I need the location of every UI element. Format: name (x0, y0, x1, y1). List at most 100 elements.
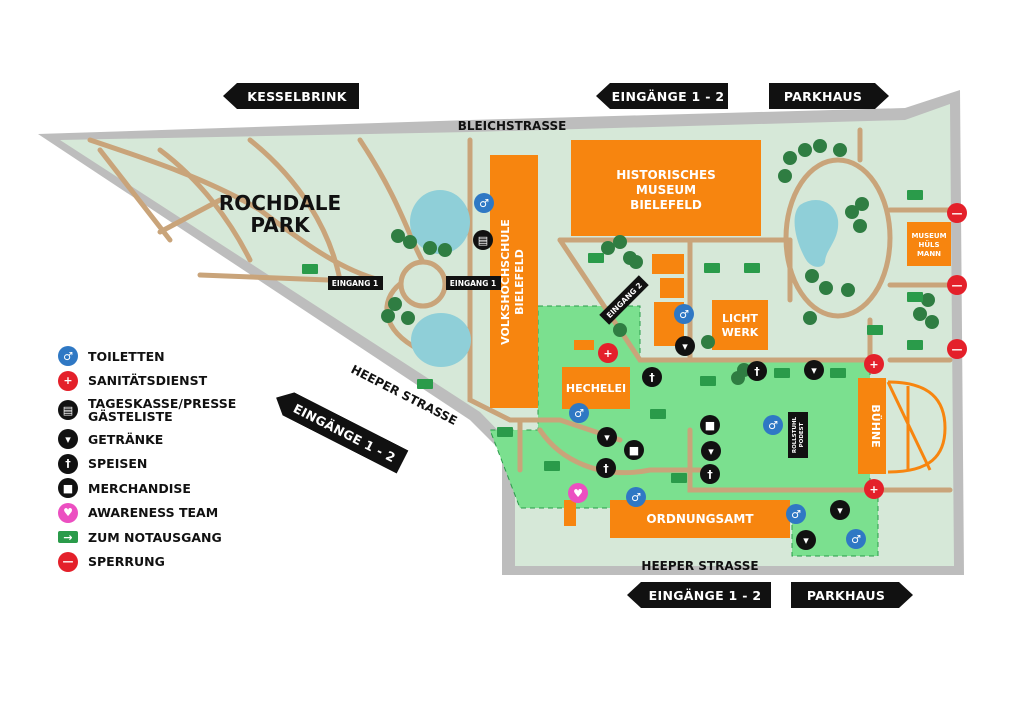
emergency-exit-icon (744, 263, 760, 273)
tree-icon (783, 151, 797, 165)
tree-icon (805, 269, 819, 283)
food-icon-glyph: † (754, 365, 760, 378)
toilet-icon (674, 304, 694, 324)
sign-parkhaus-top-label: PARKHAUS (783, 88, 863, 104)
museum-building (571, 140, 761, 236)
awareness-icon: ♥ (58, 502, 78, 523)
sign-parkhaus-top: PARKHAUS (769, 83, 889, 109)
emergency-exit-icon (650, 409, 666, 419)
museum-label-line3: BIELEFELD (630, 198, 702, 212)
street-heeper-bottom: HEEPER STRASSE (641, 559, 758, 573)
drink-icon-glyph: ▾ (811, 364, 817, 377)
legend-label: MERCHANDISE (88, 480, 191, 496)
legend-item: ♂ TOILETTEN (58, 344, 268, 369)
emergency-exit-icon (497, 427, 513, 437)
toilet-icon (763, 415, 783, 435)
sign-parkhaus-bottom-label: PARKHAUS (806, 587, 886, 603)
stage-label: BÜHNE (869, 404, 883, 447)
toilet-icon-glyph: ♂ (768, 419, 778, 432)
service-markers: ♂▤♂▾+†♂▾■†♥♂■▾††▾♂++♂▾▾♂——— (302, 190, 967, 550)
emergency-exit-icon: → (58, 531, 78, 544)
toilet-icon-glyph: ♂ (479, 197, 489, 210)
tree-icon (629, 255, 643, 269)
closure-icon-glyph: — (952, 279, 963, 292)
legend-label: SPERRUNG (88, 554, 165, 570)
legend-label: AWARENESS TEAM (88, 505, 219, 521)
food-icon (596, 458, 616, 478)
tree-icon (423, 241, 437, 255)
tree-icon (401, 311, 415, 325)
ticket-box-icon: ▤ (58, 400, 78, 420)
tree-icon (388, 297, 402, 311)
drink-icon (597, 427, 617, 447)
eingang1-tag-b: EINGANG 1 (450, 279, 496, 288)
tree-icon (798, 143, 812, 157)
hechelei-building (562, 367, 630, 409)
emergency-exit-icon (907, 190, 923, 200)
tree-icon (845, 205, 859, 219)
rollstuhl-label-line1: ROLLSTUHL (792, 416, 798, 453)
sign-kesselbrink: KESSELBRINK (223, 83, 359, 109)
sign-eingaenge-bottom: EINGÄNGE 1 - 2 (627, 582, 771, 608)
wheelchair-platform (788, 412, 808, 458)
huelsmann-label-line1: MUSEUM (911, 232, 946, 240)
closure-icon-glyph: — (952, 207, 963, 220)
park-name-line1: ROCHDALE (219, 191, 341, 215)
emergency-exit-icon (588, 253, 604, 263)
legend-item: ▤TAGESKASSE/PRESSE GÄSTELISTE (58, 393, 268, 427)
emergency-exit-icon (907, 340, 923, 350)
tree-icon (913, 307, 927, 321)
legend-item: ▾GETRÄNKE (58, 427, 268, 452)
first-aid-icon (598, 343, 618, 363)
rollstuhl-label-line2: PODEST (799, 422, 805, 447)
toilet-icon-glyph: ♂ (574, 407, 584, 420)
huelsmann-label-line3: MANN (917, 250, 941, 258)
tree-icon (853, 219, 867, 233)
sign-parkhaus-bottom: PARKHAUS (791, 582, 913, 608)
legend-item: →ZUM NOTAUSGANG (58, 525, 268, 550)
emergency-exit-icon (544, 461, 560, 471)
tree-icon (841, 283, 855, 297)
drink-icon-glyph: ▾ (708, 445, 714, 458)
first-aid-icon-glyph: + (869, 358, 878, 371)
drink-icon (804, 360, 824, 380)
toilet-icon (846, 529, 866, 549)
emergency-exit-icon (671, 473, 687, 483)
first-aid-icon-glyph: + (869, 483, 878, 496)
drink-icon-glyph: ▾ (803, 534, 809, 547)
sign-eingaenge-top: EINGÄNGE 1 - 2 (596, 83, 728, 109)
food-icon-glyph: † (649, 371, 655, 384)
merchandise-icon: ■ (58, 478, 78, 499)
tree-icon (921, 293, 935, 307)
legend-item: †SPEISEN (58, 452, 268, 477)
tree-icon (438, 243, 452, 257)
food-icon-glyph: † (707, 468, 713, 481)
merchandise-icon-glyph: ■ (705, 419, 715, 432)
vhs-label-line1: VOLKSHOCHSCHULE (499, 219, 512, 345)
closure-icon: — (58, 551, 78, 572)
sign-eingaenge-bottom-label: EINGÄNGE 1 - 2 (648, 587, 762, 603)
closure-icon-glyph: — (952, 343, 963, 356)
lichtwerk-label-line2: WERK (722, 326, 759, 339)
ordnungsamt-building (610, 500, 790, 538)
park-name-line2: PARK (250, 213, 311, 237)
footpaths (87, 127, 953, 493)
legend-item: ♥ AWARENESS TEAM (58, 501, 268, 526)
toilet-icon (474, 193, 494, 213)
legend-label: TOILETTEN (88, 348, 165, 364)
toilet-icon-glyph: ♂ (679, 308, 689, 321)
emergency-exit-icon (774, 368, 790, 378)
emergency-exit-icon (704, 263, 720, 273)
toilet-icon: ♂ (58, 346, 78, 367)
buildings (490, 140, 951, 538)
sign-eingaenge-top-label: EINGÄNGE 1 - 2 (611, 88, 725, 104)
merchandise-icon-glyph: ■ (629, 444, 639, 457)
merchandise-icon (624, 440, 644, 460)
tree-icon (819, 281, 833, 295)
food-icon-glyph: † (603, 462, 609, 475)
map-legend: ♂TOILETTEN+SANITÄTSDIENST▤TAGESKASSE/PRE… (58, 344, 268, 574)
trees (381, 139, 939, 385)
tree-icon (778, 169, 792, 183)
